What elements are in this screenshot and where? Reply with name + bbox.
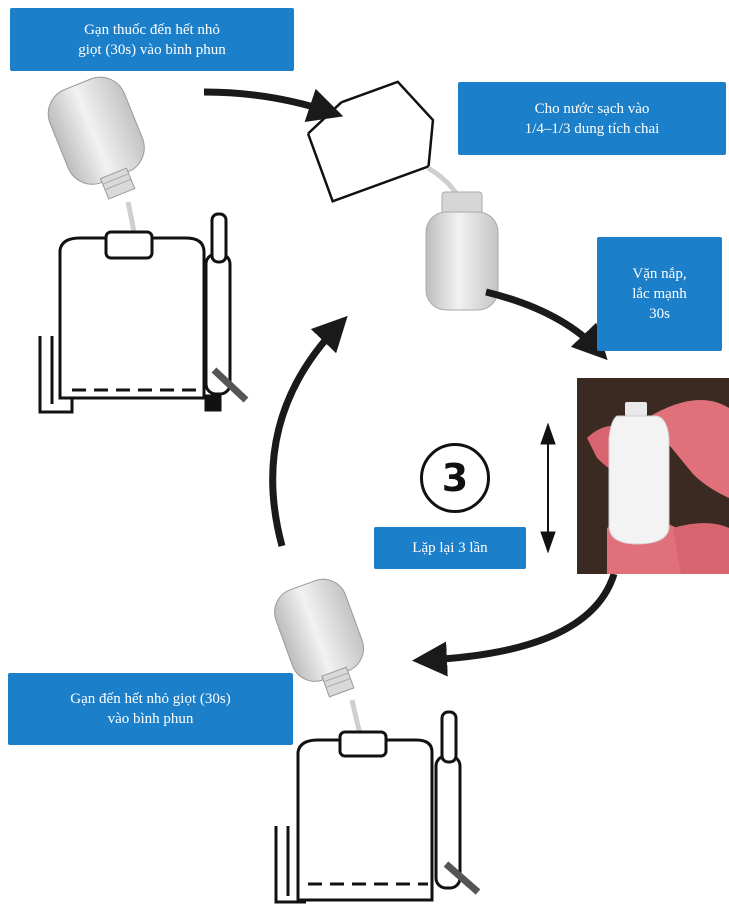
arrow-step1-to-step2-icon	[204, 92, 330, 112]
double-arrow-icon	[541, 424, 555, 552]
step2-label-line2: 1/4–1/3 dung tích chai	[525, 119, 660, 139]
glove-hand-icon	[577, 378, 729, 574]
step3-label-line3: 30s	[632, 304, 687, 324]
step2-label: Cho nước sạch vào 1/4–1/3 dung tích chai	[458, 82, 726, 155]
step1-label: Gạn thuốc đến hết nhỏ giọt (30s) vào bìn…	[10, 8, 294, 71]
repeat-label: Lặp lại 3 lần	[374, 527, 526, 569]
arrow-cycle-return-icon	[273, 326, 338, 546]
step3-label-line2: lắc mạnh	[632, 284, 687, 304]
step3-label: Vặn nắp, lắc mạnh 30s	[597, 237, 722, 351]
bottle-inverted-top-icon	[40, 69, 158, 238]
step1-label-line2: giọt (30s) vào bình phun	[78, 40, 226, 60]
arrow-step3-to-step4-icon	[426, 574, 614, 660]
step1-label-line1: Gạn thuốc đến hết nhỏ	[78, 20, 226, 40]
step2-label-line1: Cho nước sạch vào	[525, 99, 660, 119]
step4-label: Gạn đến hết nhỏ giọt (30s) vào bình phun	[8, 673, 293, 745]
sprayer-tank-top-icon	[40, 214, 246, 412]
repeat-count-circle: 3	[420, 443, 490, 513]
step4-label-line1: Gạn đến hết nhỏ giọt (30s)	[70, 689, 230, 709]
sprayer-tank-bottom-icon	[276, 712, 478, 902]
step4-label-line2: vào bình phun	[70, 709, 230, 729]
step3-label-line1: Vặn nắp,	[632, 264, 687, 284]
shaking-bottle-photo	[577, 378, 729, 574]
arrow-step2-to-step3-icon	[486, 292, 598, 350]
measuring-jug-icon	[302, 75, 447, 201]
